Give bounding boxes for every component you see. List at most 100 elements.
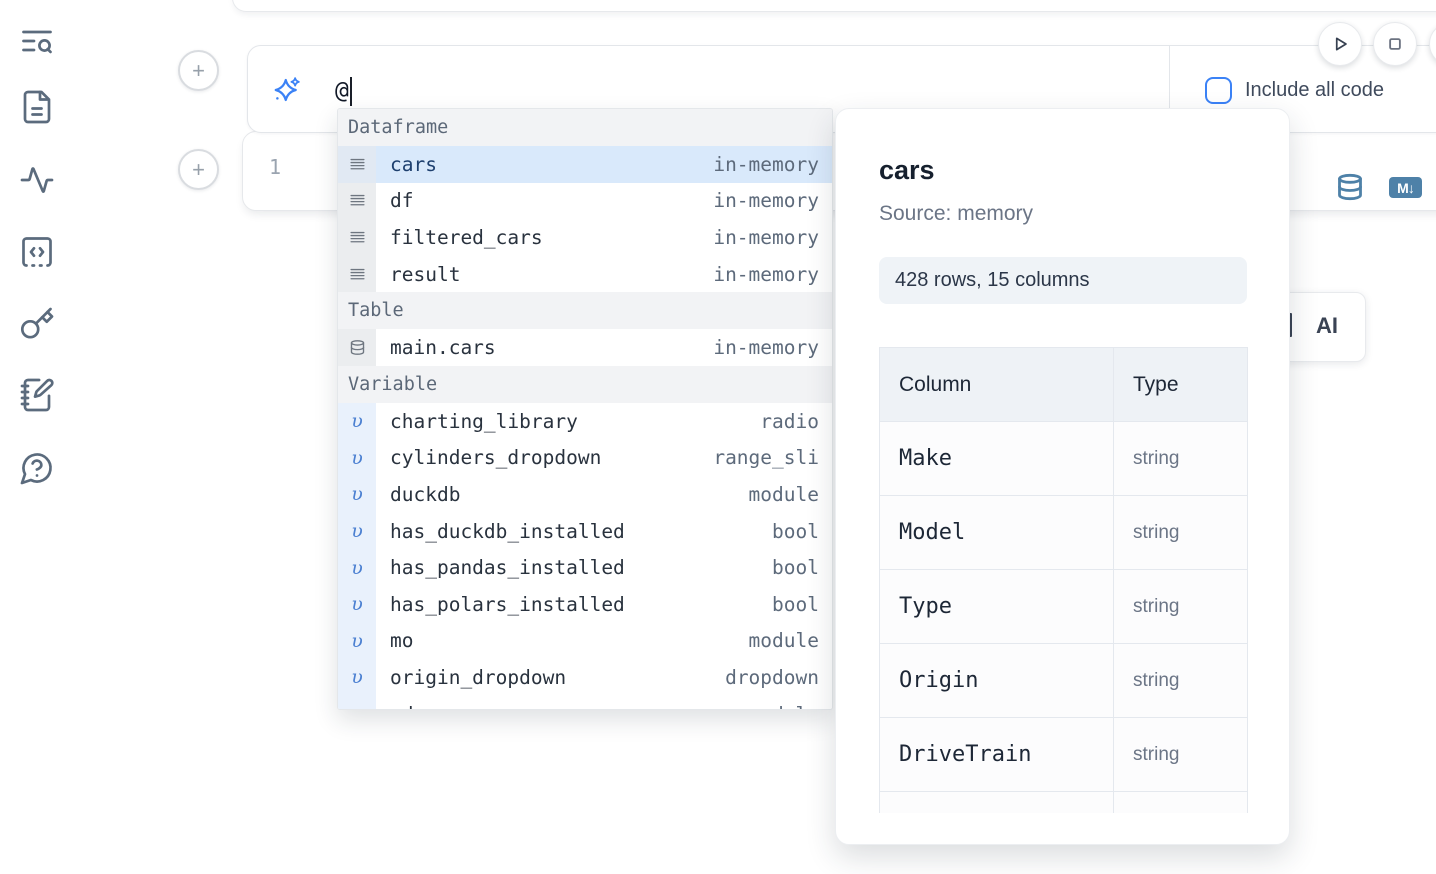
dataframe-icon bbox=[338, 146, 376, 183]
variable-icon: υ bbox=[351, 703, 363, 709]
preview-title: cars bbox=[879, 155, 935, 185]
item-name: has_duckdb_installed bbox=[390, 519, 625, 543]
item-name: main.cars bbox=[390, 336, 496, 360]
column-type-cell: string bbox=[1113, 569, 1248, 644]
item-meta: module bbox=[749, 703, 832, 709]
help-chat-icon[interactable] bbox=[19, 450, 55, 486]
item-meta: in-memory bbox=[713, 189, 819, 213]
item-name: cars bbox=[390, 152, 437, 176]
item-meta: module bbox=[748, 629, 819, 653]
variable-icon: υ bbox=[351, 666, 363, 689]
include-all-code-label: Include all code bbox=[1245, 78, 1384, 101]
column-type-cell: string bbox=[1113, 421, 1248, 496]
clipped-letter-fragment bbox=[1288, 313, 1292, 337]
autocomplete-section-header: Dataframe bbox=[338, 109, 832, 146]
stop-button[interactable] bbox=[1373, 22, 1417, 66]
file-text-icon[interactable] bbox=[19, 89, 55, 125]
variable-icon: υ bbox=[338, 585, 376, 623]
column-name-cell: Model bbox=[879, 495, 1114, 570]
scratchpad-icon[interactable] bbox=[19, 377, 55, 413]
column-name-cell: Type bbox=[879, 569, 1114, 644]
sidebar bbox=[0, 0, 72, 874]
prompt-value: @ bbox=[335, 78, 349, 104]
code-snippet-icon[interactable] bbox=[19, 234, 55, 270]
sparkles-icon bbox=[272, 75, 302, 105]
dataframe-preview-panel: cars Source: memory 428 rows, 15 columns… bbox=[835, 108, 1290, 845]
item-name: df bbox=[390, 189, 414, 213]
key-icon[interactable] bbox=[19, 306, 55, 342]
ai-prompt-input[interactable]: @ bbox=[335, 75, 352, 107]
dataframe-icon bbox=[338, 219, 376, 256]
item-meta: module bbox=[748, 482, 819, 506]
item-name: mo bbox=[390, 629, 414, 653]
dataframe-icon bbox=[338, 182, 376, 220]
variable-icon: υ bbox=[338, 622, 376, 660]
variable-icon: υ bbox=[351, 629, 363, 652]
markdown-convert-icon[interactable]: M↓ bbox=[1389, 177, 1422, 198]
variable-icon: υ bbox=[338, 439, 376, 477]
variable-icon: υ bbox=[351, 556, 363, 579]
column-type-cell: string bbox=[1113, 717, 1248, 792]
autocomplete-item[interactable]: result in-memory bbox=[338, 255, 832, 293]
database-icon[interactable] bbox=[1336, 171, 1364, 203]
variable-icon: υ bbox=[351, 410, 363, 433]
variable-icon: υ bbox=[351, 520, 363, 543]
column-name-cell: Origin bbox=[879, 643, 1114, 718]
autocomplete-item[interactable]: main.cars in-memory bbox=[338, 329, 832, 366]
autocomplete-item[interactable]: df in-memory bbox=[338, 182, 832, 220]
run-cell-button[interactable] bbox=[1318, 22, 1362, 66]
text-caret bbox=[349, 76, 352, 106]
item-name: duckdb bbox=[390, 482, 461, 506]
toc-search-icon[interactable] bbox=[19, 23, 55, 59]
item-name: result bbox=[390, 262, 461, 286]
activity-icon[interactable] bbox=[19, 162, 55, 198]
table-icon bbox=[338, 329, 376, 366]
autocomplete-item[interactable]: υ duckdb module bbox=[338, 476, 832, 513]
column-name-cell: DriveTrain bbox=[879, 717, 1114, 792]
item-name: has_polars_installed bbox=[390, 592, 625, 616]
previous-cell-edge bbox=[232, 0, 1436, 12]
item-name: has_pandas_installed bbox=[390, 556, 625, 580]
item-name: cylinders_dropdown bbox=[390, 446, 602, 470]
preview-source: Source: memory bbox=[879, 202, 1034, 225]
item-meta: in-memory bbox=[713, 152, 819, 176]
item-meta: radio bbox=[760, 409, 819, 433]
variable-icon: υ bbox=[338, 549, 376, 586]
autocomplete-item[interactable]: υ charting_library radio bbox=[338, 402, 832, 440]
item-meta: in-memory bbox=[713, 262, 819, 286]
column-type-cell: string bbox=[1113, 643, 1248, 718]
add-cell-above-button[interactable]: + bbox=[178, 50, 219, 91]
autocomplete-item[interactable]: υ cylinders_dropdown range_sli bbox=[338, 439, 832, 477]
variable-icon: υ bbox=[338, 695, 376, 709]
item-name: charting_library bbox=[390, 409, 578, 433]
variable-icon: υ bbox=[338, 512, 376, 550]
include-all-code-checkbox[interactable] bbox=[1205, 76, 1232, 104]
variable-icon: υ bbox=[338, 476, 376, 513]
column-name-cell: Make bbox=[879, 421, 1114, 496]
item-meta: bool bbox=[772, 592, 819, 616]
add-cell-below-button[interactable]: + bbox=[178, 149, 219, 190]
autocomplete-item[interactable]: cars in-memory bbox=[338, 146, 832, 183]
item-meta: in-memory bbox=[713, 336, 819, 360]
ai-button-label: AI bbox=[1316, 313, 1338, 338]
variable-icon: υ bbox=[338, 402, 376, 440]
autocomplete-item[interactable]: υ mo module bbox=[338, 622, 832, 660]
variable-icon: υ bbox=[338, 659, 376, 696]
autocomplete-item[interactable]: υ has_polars_installed bool bbox=[338, 585, 832, 623]
item-name: pd bbox=[376, 703, 413, 709]
variable-icon: υ bbox=[351, 483, 363, 506]
item-meta: in-memory bbox=[713, 225, 819, 249]
autocomplete-item[interactable]: υ pd module bbox=[338, 695, 832, 709]
item-meta: range_sli bbox=[713, 446, 819, 470]
